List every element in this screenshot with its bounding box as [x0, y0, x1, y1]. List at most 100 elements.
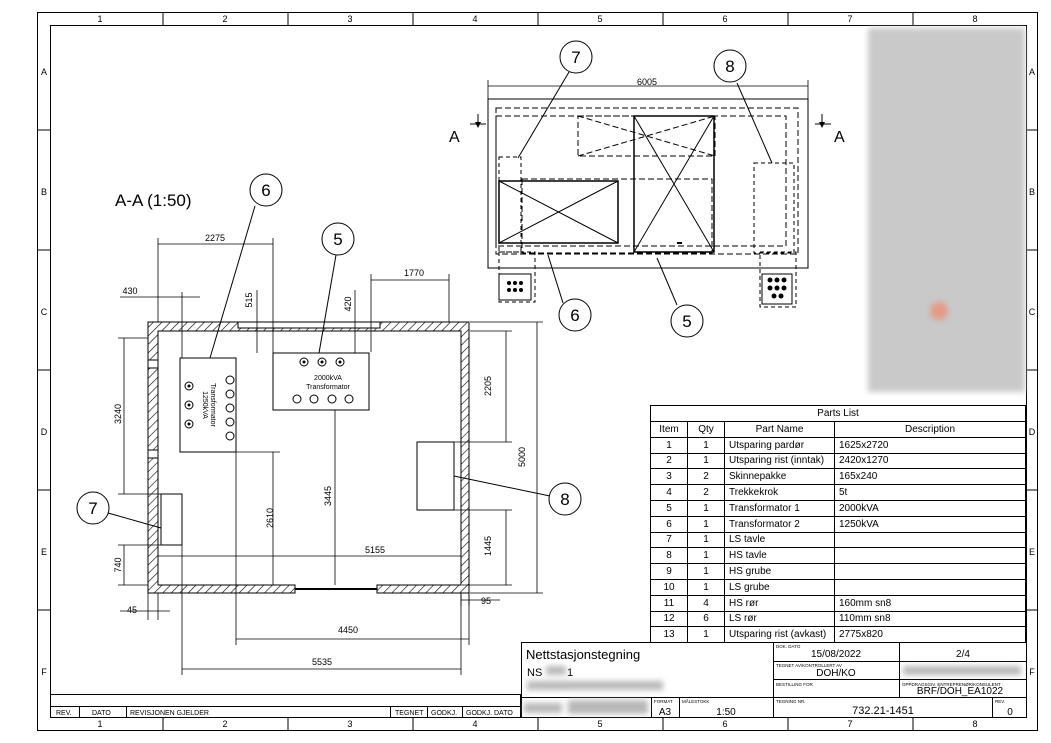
dim-label: 1445 — [483, 536, 493, 556]
redacted-rev-stamp-2 — [568, 700, 648, 714]
tb-small-label: TEGNET AV/KONTROLLERT AV — [776, 663, 842, 668]
row-label: D — [41, 427, 48, 437]
revision-number: 0 — [1007, 707, 1013, 718]
dim-label: 2275 — [205, 233, 225, 243]
plan-width-dim: 6005 — [637, 77, 657, 87]
table-cell: 1 — [687, 436, 725, 454]
balloon-label: 8 — [560, 490, 569, 509]
col-label: 5 — [597, 719, 602, 729]
rev-header: GODKJ. — [431, 710, 457, 717]
row-label: C — [41, 307, 48, 317]
balloon-7 — [76, 491, 110, 525]
dim-label: 740 — [113, 557, 123, 572]
section-marker-left: A — [449, 129, 460, 146]
tb-small-label: FORMAT — [654, 699, 673, 704]
zone-labels: 1 2 3 4 5 6 7 8 1 2 3 4 5 6 7 8 A B C D … — [41, 14, 1036, 729]
ns-prefix: NS — [527, 667, 542, 679]
col-label: 8 — [972, 14, 977, 24]
section-marker-right: A — [834, 129, 845, 146]
table-cell: Trekkekrok — [724, 484, 835, 501]
col-label: 3 — [347, 14, 352, 24]
ns-suffix: 1 — [567, 667, 573, 679]
row-label: B — [1029, 187, 1035, 197]
row-label: B — [41, 187, 47, 197]
col-label: 1 — [97, 14, 102, 24]
table-cell: 160mm sn8 — [834, 594, 1026, 612]
table-cell: 3 — [650, 468, 688, 486]
table-cell: 2775x820 — [834, 626, 1026, 644]
roof-opening — [237, 321, 381, 329]
balloon-5 — [321, 222, 355, 256]
col-label: 4 — [472, 719, 477, 729]
table-cell: Transformator 1 — [724, 499, 835, 517]
revision-block — [50, 694, 521, 718]
col-label: 6 — [722, 14, 727, 24]
balloon-8 — [548, 482, 582, 516]
dim-label: 3445 — [323, 486, 333, 506]
row-label: A — [1029, 67, 1035, 77]
table-cell: 4 — [687, 594, 725, 612]
balloon-label: 6 — [261, 181, 270, 200]
dim-label: 430 — [122, 286, 137, 296]
col-label: 2 — [222, 14, 227, 24]
balloon-label: 5 — [682, 312, 691, 331]
table-cell: Skinnepakke — [724, 468, 835, 486]
table-cell: HS rør — [724, 594, 835, 612]
redacted-ordered-for — [903, 666, 1021, 675]
balloon-8-plan — [713, 49, 747, 83]
table-cell — [834, 531, 1026, 549]
row-label: F — [1029, 667, 1035, 677]
dim-label: 5155 — [365, 545, 385, 555]
col-header: Part Name — [724, 421, 835, 438]
table-cell: 2 — [650, 452, 688, 470]
rev-header: TEGNET — [395, 710, 424, 717]
table-cell: 1 — [687, 578, 725, 596]
parts-list-table: Parts List Item Qty Part Name Descriptio… — [650, 405, 1026, 644]
row-label: E — [1029, 547, 1035, 557]
col-label: 1 — [97, 719, 102, 729]
table-cell: 4 — [650, 484, 688, 501]
table-cell: 2000kVA — [834, 499, 1026, 517]
transformer-2-label: 2000kVA — [314, 375, 342, 382]
rev-header: DATO — [92, 710, 111, 717]
dim-label: 1770 — [404, 268, 424, 278]
table-cell: 11 — [650, 594, 688, 612]
redacted-spot — [930, 302, 948, 320]
tb-small-label: BESTILLING FOR — [776, 682, 814, 687]
col-header: Qty — [687, 421, 725, 438]
section-title: A-A (1:50) — [115, 191, 192, 210]
sheet-number: 2/4 — [956, 649, 970, 660]
balloon-6 — [249, 173, 283, 207]
dim-label: 420 — [343, 296, 353, 311]
drawing-title: Nettstasjonstegning — [526, 647, 640, 662]
col-label: 5 — [597, 14, 602, 24]
col-label: 2 — [222, 719, 227, 729]
doc-date: 15/08/2022 — [811, 649, 861, 660]
tb-small-label: REV. — [995, 699, 1005, 704]
table-cell: 5t — [834, 484, 1026, 501]
scale: 1:50 — [716, 707, 736, 718]
rev-header: GODKJ. DATO — [466, 710, 513, 717]
table-cell: 10 — [650, 578, 688, 596]
table-cell: 5 — [650, 499, 688, 517]
section-view: A-A (1:50) 1250kVA Transformator 2000kVA… — [76, 173, 582, 675]
balloon-label: 5 — [333, 230, 342, 249]
rev-header: REVISJONEN GJELDER — [130, 710, 209, 717]
transformer-1-label: Transformator — [209, 383, 216, 427]
col-label: 4 — [472, 14, 477, 24]
table-cell: LS tavle — [724, 531, 835, 549]
col-header: Description — [834, 421, 1026, 438]
balloon-label: 7 — [571, 48, 580, 67]
col-label: 3 — [347, 719, 352, 729]
balloon-6-plan — [558, 298, 592, 332]
dim-label: 95 — [481, 596, 491, 606]
table-cell: 7 — [650, 531, 688, 549]
table-cell: Utsparing rist (avkast) — [724, 626, 835, 644]
revision-headers: REV. DATO REVISJONEN GJELDER TEGNET GODK… — [56, 710, 513, 717]
table-cell: 2 — [687, 484, 725, 501]
parts-list-title: Parts List — [650, 405, 1026, 421]
